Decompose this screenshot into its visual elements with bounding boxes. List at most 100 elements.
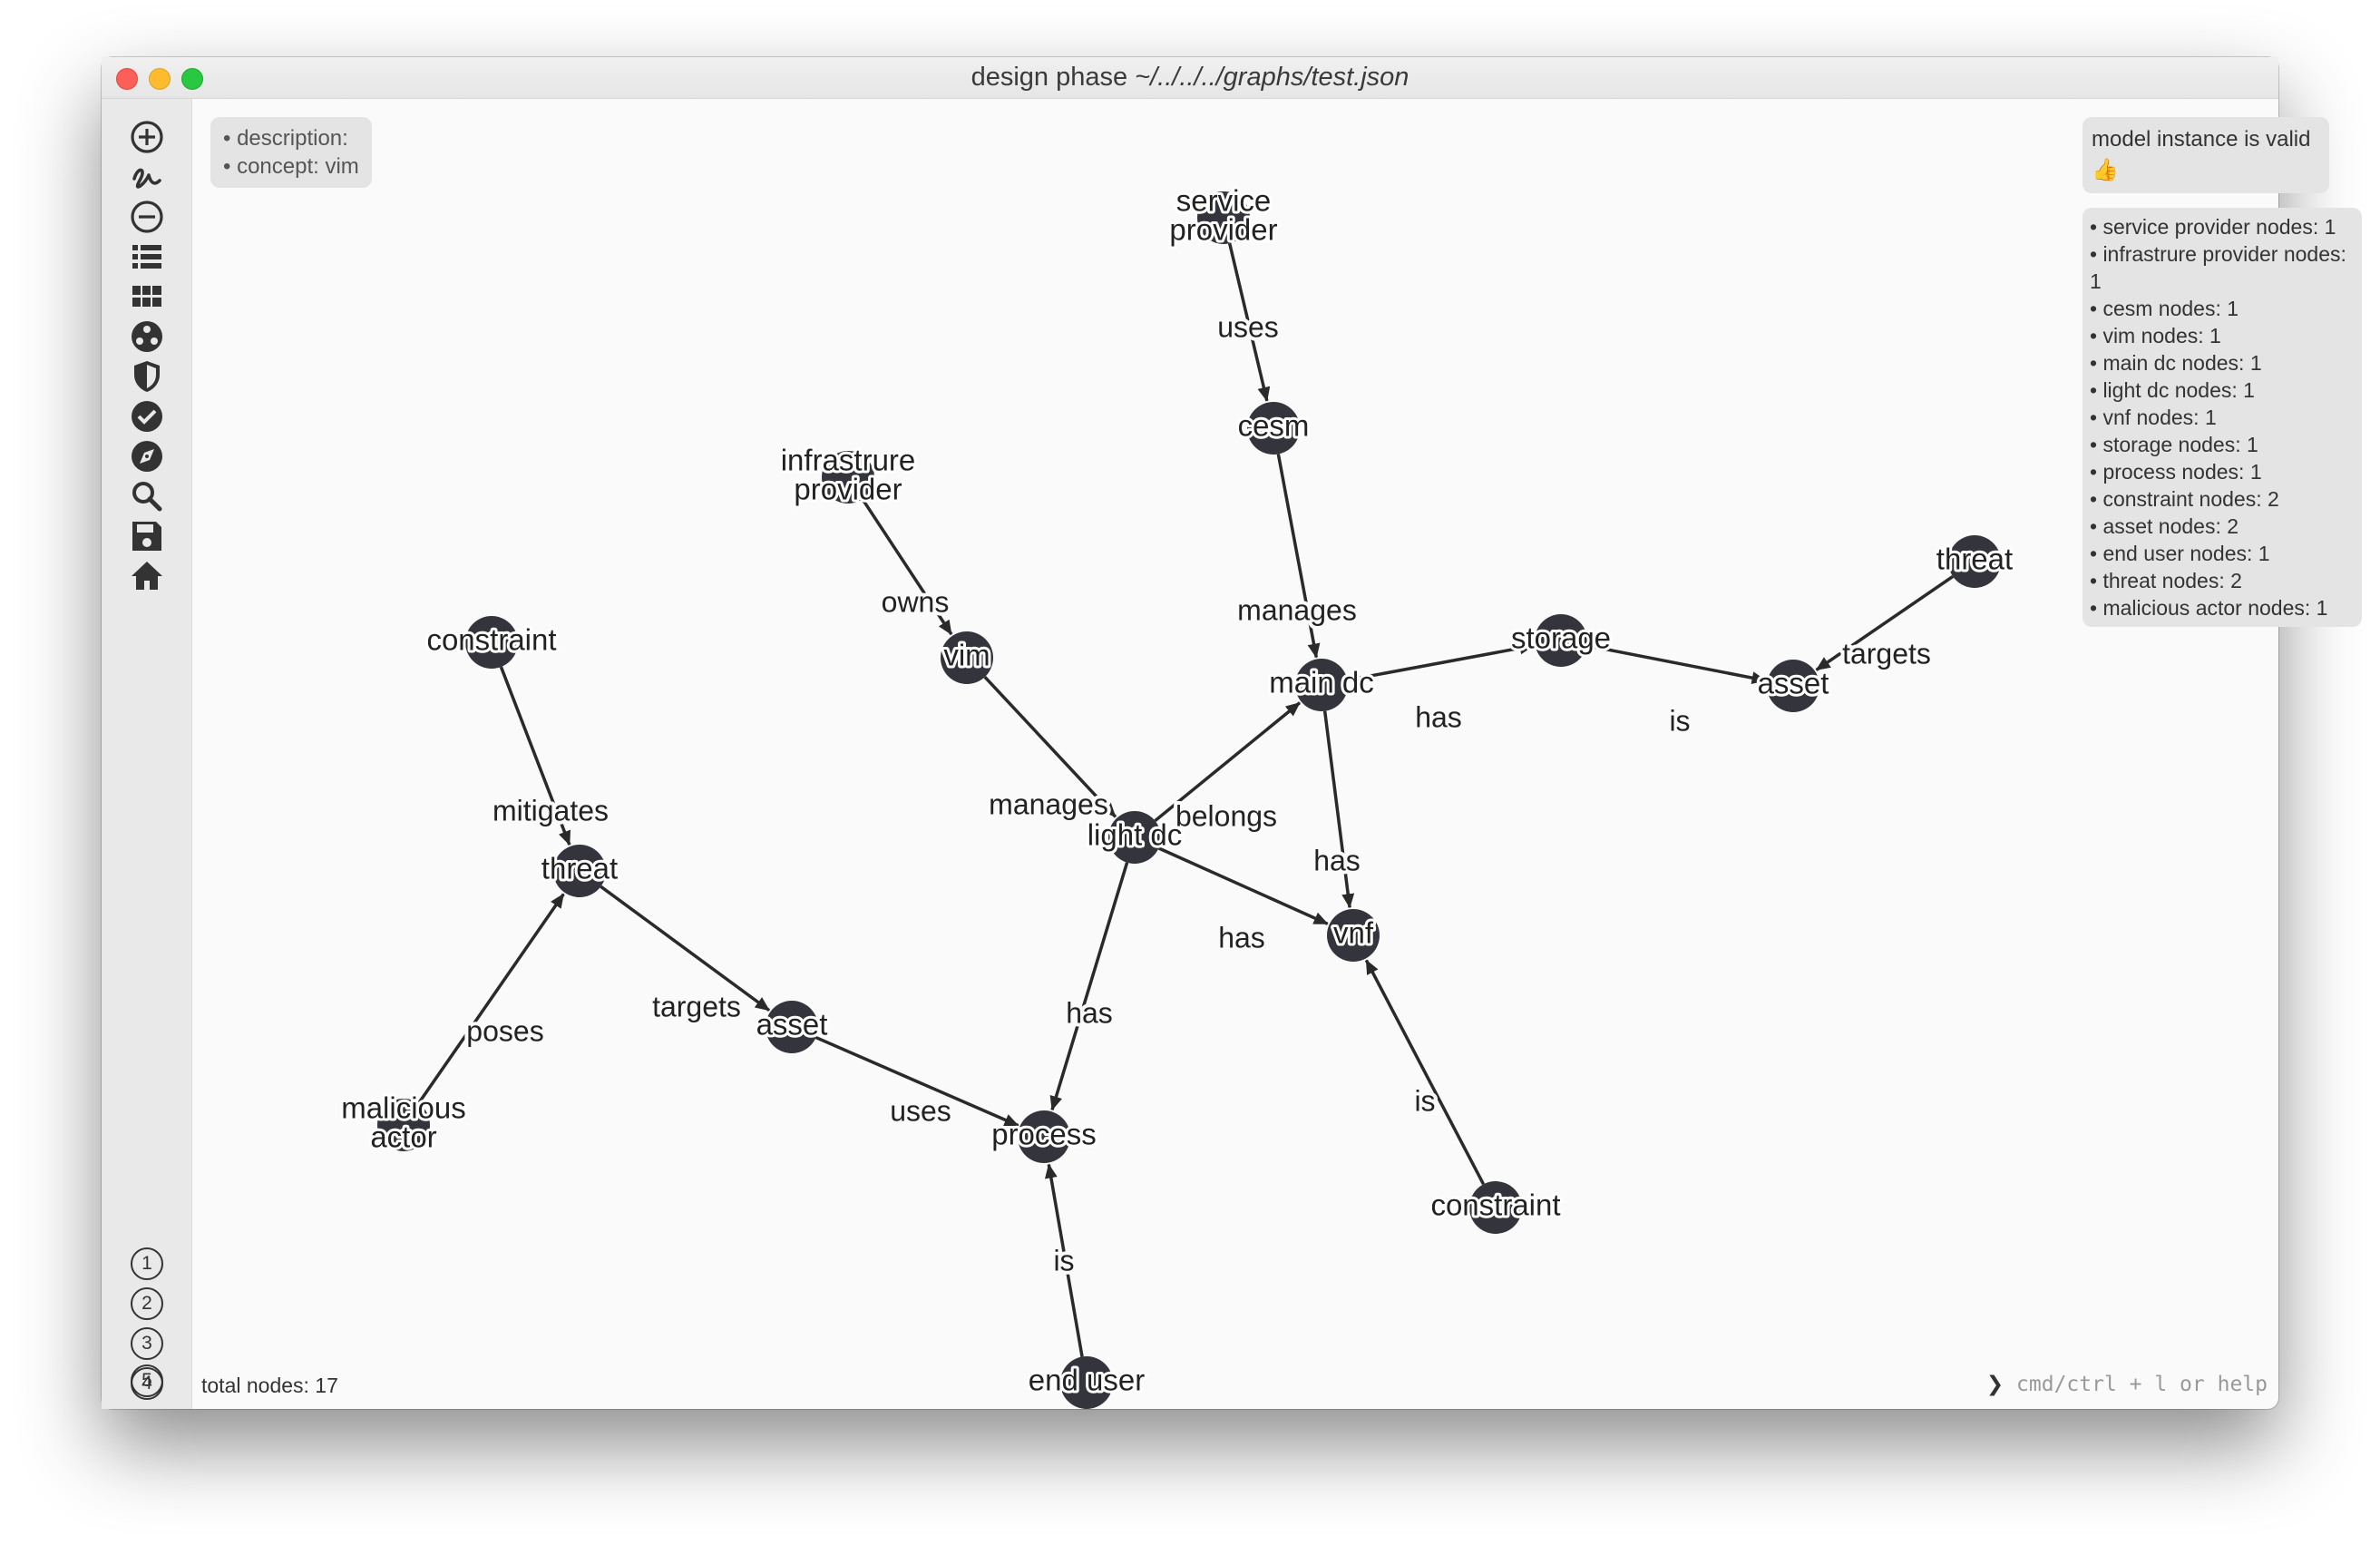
- graph-node-cesm[interactable]: cesm: [1235, 402, 1312, 455]
- node-count-item: • vnf nodes: 1: [2090, 406, 2217, 429]
- graph-node-storage[interactable]: storage: [1508, 614, 1614, 667]
- maximize-window-button[interactable]: [181, 68, 203, 90]
- home-button[interactable]: [127, 556, 167, 596]
- graph-node-threat1[interactable]: threat: [1934, 535, 2015, 588]
- list-view-icon: [132, 245, 161, 269]
- edge-label: is: [1053, 1244, 1074, 1276]
- graph-edge[interactable]: [1364, 959, 1486, 1186]
- graph-edge[interactable]: [1154, 701, 1302, 823]
- graph-edge[interactable]: [1815, 574, 1955, 671]
- explore-button[interactable]: [127, 436, 167, 476]
- workspace-2-button[interactable]: 2: [131, 1287, 163, 1320]
- search-button[interactable]: [127, 476, 167, 516]
- graph-edge[interactable]: [1347, 641, 1535, 682]
- node-label: process: [991, 1118, 1097, 1151]
- graph-edge[interactable]: [417, 893, 565, 1105]
- graph-node-enduser[interactable]: end user: [1026, 1356, 1147, 1409]
- draw-edge-button[interactable]: [127, 157, 167, 197]
- close-window-button[interactable]: [116, 68, 138, 90]
- graph-edge[interactable]: [1586, 643, 1767, 685]
- graph-node-process[interactable]: process: [989, 1110, 1099, 1163]
- node-count-item: • main dc nodes: 1: [2090, 351, 2262, 375]
- graph-node-constraint2[interactable]: constraint: [1428, 1181, 1564, 1234]
- node-circle[interactable]: [1327, 909, 1380, 962]
- node-label: asset: [756, 1008, 828, 1042]
- grid-view-button[interactable]: [127, 277, 167, 317]
- graph-edge[interactable]: [1044, 1163, 1084, 1357]
- edge-label: belongs: [1175, 799, 1277, 832]
- node-label: vim: [943, 639, 990, 672]
- graph-edge[interactable]: [600, 885, 771, 1012]
- graph-node-vim[interactable]: vim: [941, 631, 993, 684]
- community-button[interactable]: [127, 317, 167, 357]
- graph-edge[interactable]: [1157, 846, 1329, 925]
- graph-node-asset1[interactable]: asset: [1755, 660, 1831, 712]
- node-count-item: • service provider nodes: 1: [2090, 215, 2336, 239]
- node-label: malicious: [341, 1091, 466, 1125]
- graph-node-maindc[interactable]: main dc: [1266, 659, 1377, 711]
- save-button[interactable]: [127, 516, 167, 556]
- graph-node-lightdc[interactable]: light dc: [1085, 811, 1185, 864]
- node-circle[interactable]: [822, 451, 874, 504]
- node-circle[interactable]: [1948, 535, 2001, 588]
- edge-label: uses: [1217, 310, 1279, 343]
- draw-edge-icon: [132, 168, 161, 189]
- search-icon: [132, 482, 162, 512]
- node-circle[interactable]: [377, 1099, 430, 1151]
- graph-edge[interactable]: [814, 1035, 1019, 1128]
- workspace-3-button[interactable]: 3: [131, 1327, 163, 1360]
- node-label: actor: [370, 1120, 436, 1154]
- node-count-item: • vim nodes: 1: [2090, 324, 2221, 347]
- shield-icon: [134, 361, 160, 392]
- node-circle[interactable]: [553, 845, 606, 897]
- node-label: constraint: [1430, 1188, 1560, 1222]
- node-label: threat: [1936, 543, 2013, 576]
- node-label: service: [1176, 184, 1272, 218]
- graph-edge[interactable]: [499, 666, 571, 846]
- graph-node-vnf[interactable]: vnf: [1327, 909, 1380, 962]
- node-circle[interactable]: [766, 1001, 818, 1053]
- node-circle[interactable]: [1295, 659, 1348, 711]
- edge-label: is: [1414, 1084, 1435, 1117]
- node-count-item: • light dc nodes: 1: [2090, 378, 2255, 402]
- node-circle[interactable]: [1108, 811, 1161, 864]
- graph-edge[interactable]: [1227, 242, 1271, 402]
- graph-edge[interactable]: [1276, 454, 1321, 659]
- graph-edge[interactable]: [983, 675, 1117, 818]
- workspace-1-button[interactable]: 1: [131, 1247, 163, 1280]
- node-circle[interactable]: [1247, 402, 1300, 455]
- node-circle[interactable]: [1535, 614, 1587, 667]
- graph-edge[interactable]: [1049, 862, 1129, 1111]
- node-circle[interactable]: [1018, 1110, 1070, 1163]
- title-bar[interactable]: design phase ~/../../../graphs/test.json: [102, 57, 2278, 99]
- security-button[interactable]: [127, 357, 167, 396]
- list-view-button[interactable]: [127, 237, 167, 277]
- edge-label: targets: [652, 990, 741, 1022]
- node-circle[interactable]: [1197, 191, 1250, 244]
- node-label: threat: [541, 852, 618, 885]
- node-circle[interactable]: [1060, 1356, 1113, 1409]
- edge-label: has: [1218, 921, 1265, 954]
- workspace-5-button[interactable]: 5: [131, 1364, 163, 1397]
- node-circle[interactable]: [1767, 660, 1819, 712]
- node-circle[interactable]: [941, 631, 993, 684]
- add-node-button[interactable]: [127, 117, 167, 157]
- graph-node-constraint1[interactable]: constraint: [424, 616, 560, 669]
- minimize-window-button[interactable]: [149, 68, 171, 90]
- graph-edge[interactable]: [861, 498, 953, 636]
- node-circle[interactable]: [1469, 1181, 1522, 1234]
- graph-edge[interactable]: [1322, 710, 1355, 909]
- remove-node-button[interactable]: [127, 197, 167, 237]
- validate-button[interactable]: [127, 396, 167, 436]
- graph-node-threat2[interactable]: threat: [539, 845, 620, 897]
- help-hint[interactable]: ❯ cmd/ctrl + l or help: [1986, 1373, 2268, 1396]
- check-icon: [132, 401, 162, 432]
- graph-node-asset2[interactable]: asset: [754, 1001, 830, 1053]
- node-circle[interactable]: [465, 616, 518, 669]
- save-icon: [132, 522, 161, 551]
